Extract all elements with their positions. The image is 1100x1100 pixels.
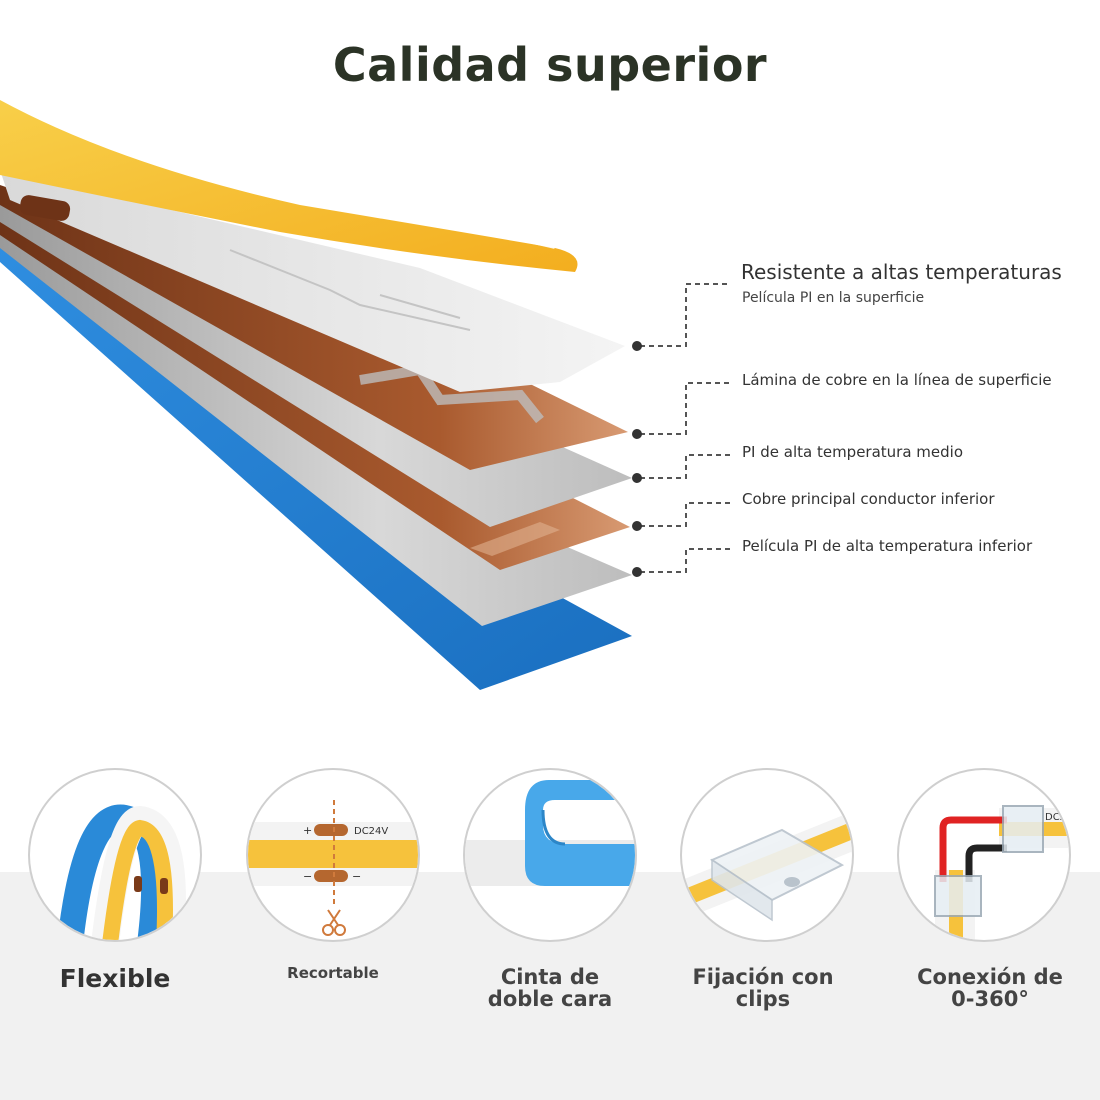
feature-label-recortable: Recortable xyxy=(287,964,379,982)
layer-top-pi xyxy=(0,170,625,392)
connector-voltage-mark: DC2 xyxy=(1045,812,1066,823)
connector-icon: DC2 xyxy=(897,768,1071,942)
layer-yellow-cob xyxy=(0,100,578,272)
scissors-cut-icon: + − − DC24V xyxy=(246,768,420,942)
feature-label-connector: Conexión de 0-360° xyxy=(917,965,1063,1012)
flexible-strip-icon xyxy=(28,768,202,942)
page-title: Calidad superior xyxy=(332,38,768,92)
clip-mount-icon xyxy=(680,768,854,942)
double-sided-tape-icon xyxy=(463,768,637,942)
feature-label-flexible: Flexible xyxy=(59,964,171,993)
minus-mark-right: − xyxy=(352,870,361,883)
layer-label-4: Cobre principal conductor inferior xyxy=(742,490,995,508)
feature-label-tape: Cinta de doble cara xyxy=(487,965,613,1012)
layer-label-3: PI de alta temperatura medio xyxy=(742,443,964,461)
feature-label-clips: Fijación con clips xyxy=(692,965,834,1012)
voltage-mark: DC24V xyxy=(354,826,388,837)
minus-mark: − xyxy=(303,870,312,883)
layer-sublabel-1: Película PI en la superficie xyxy=(742,290,925,306)
layer-label-5: Película PI de alta temperatura inferior xyxy=(742,537,1033,555)
layer-label-2: Lámina de cobre en la línea de superfici… xyxy=(742,371,1052,389)
layer-label-1: Resistente a altas temperaturas xyxy=(741,260,1062,284)
plus-mark: + xyxy=(303,824,312,837)
layer-illustration xyxy=(0,100,730,690)
